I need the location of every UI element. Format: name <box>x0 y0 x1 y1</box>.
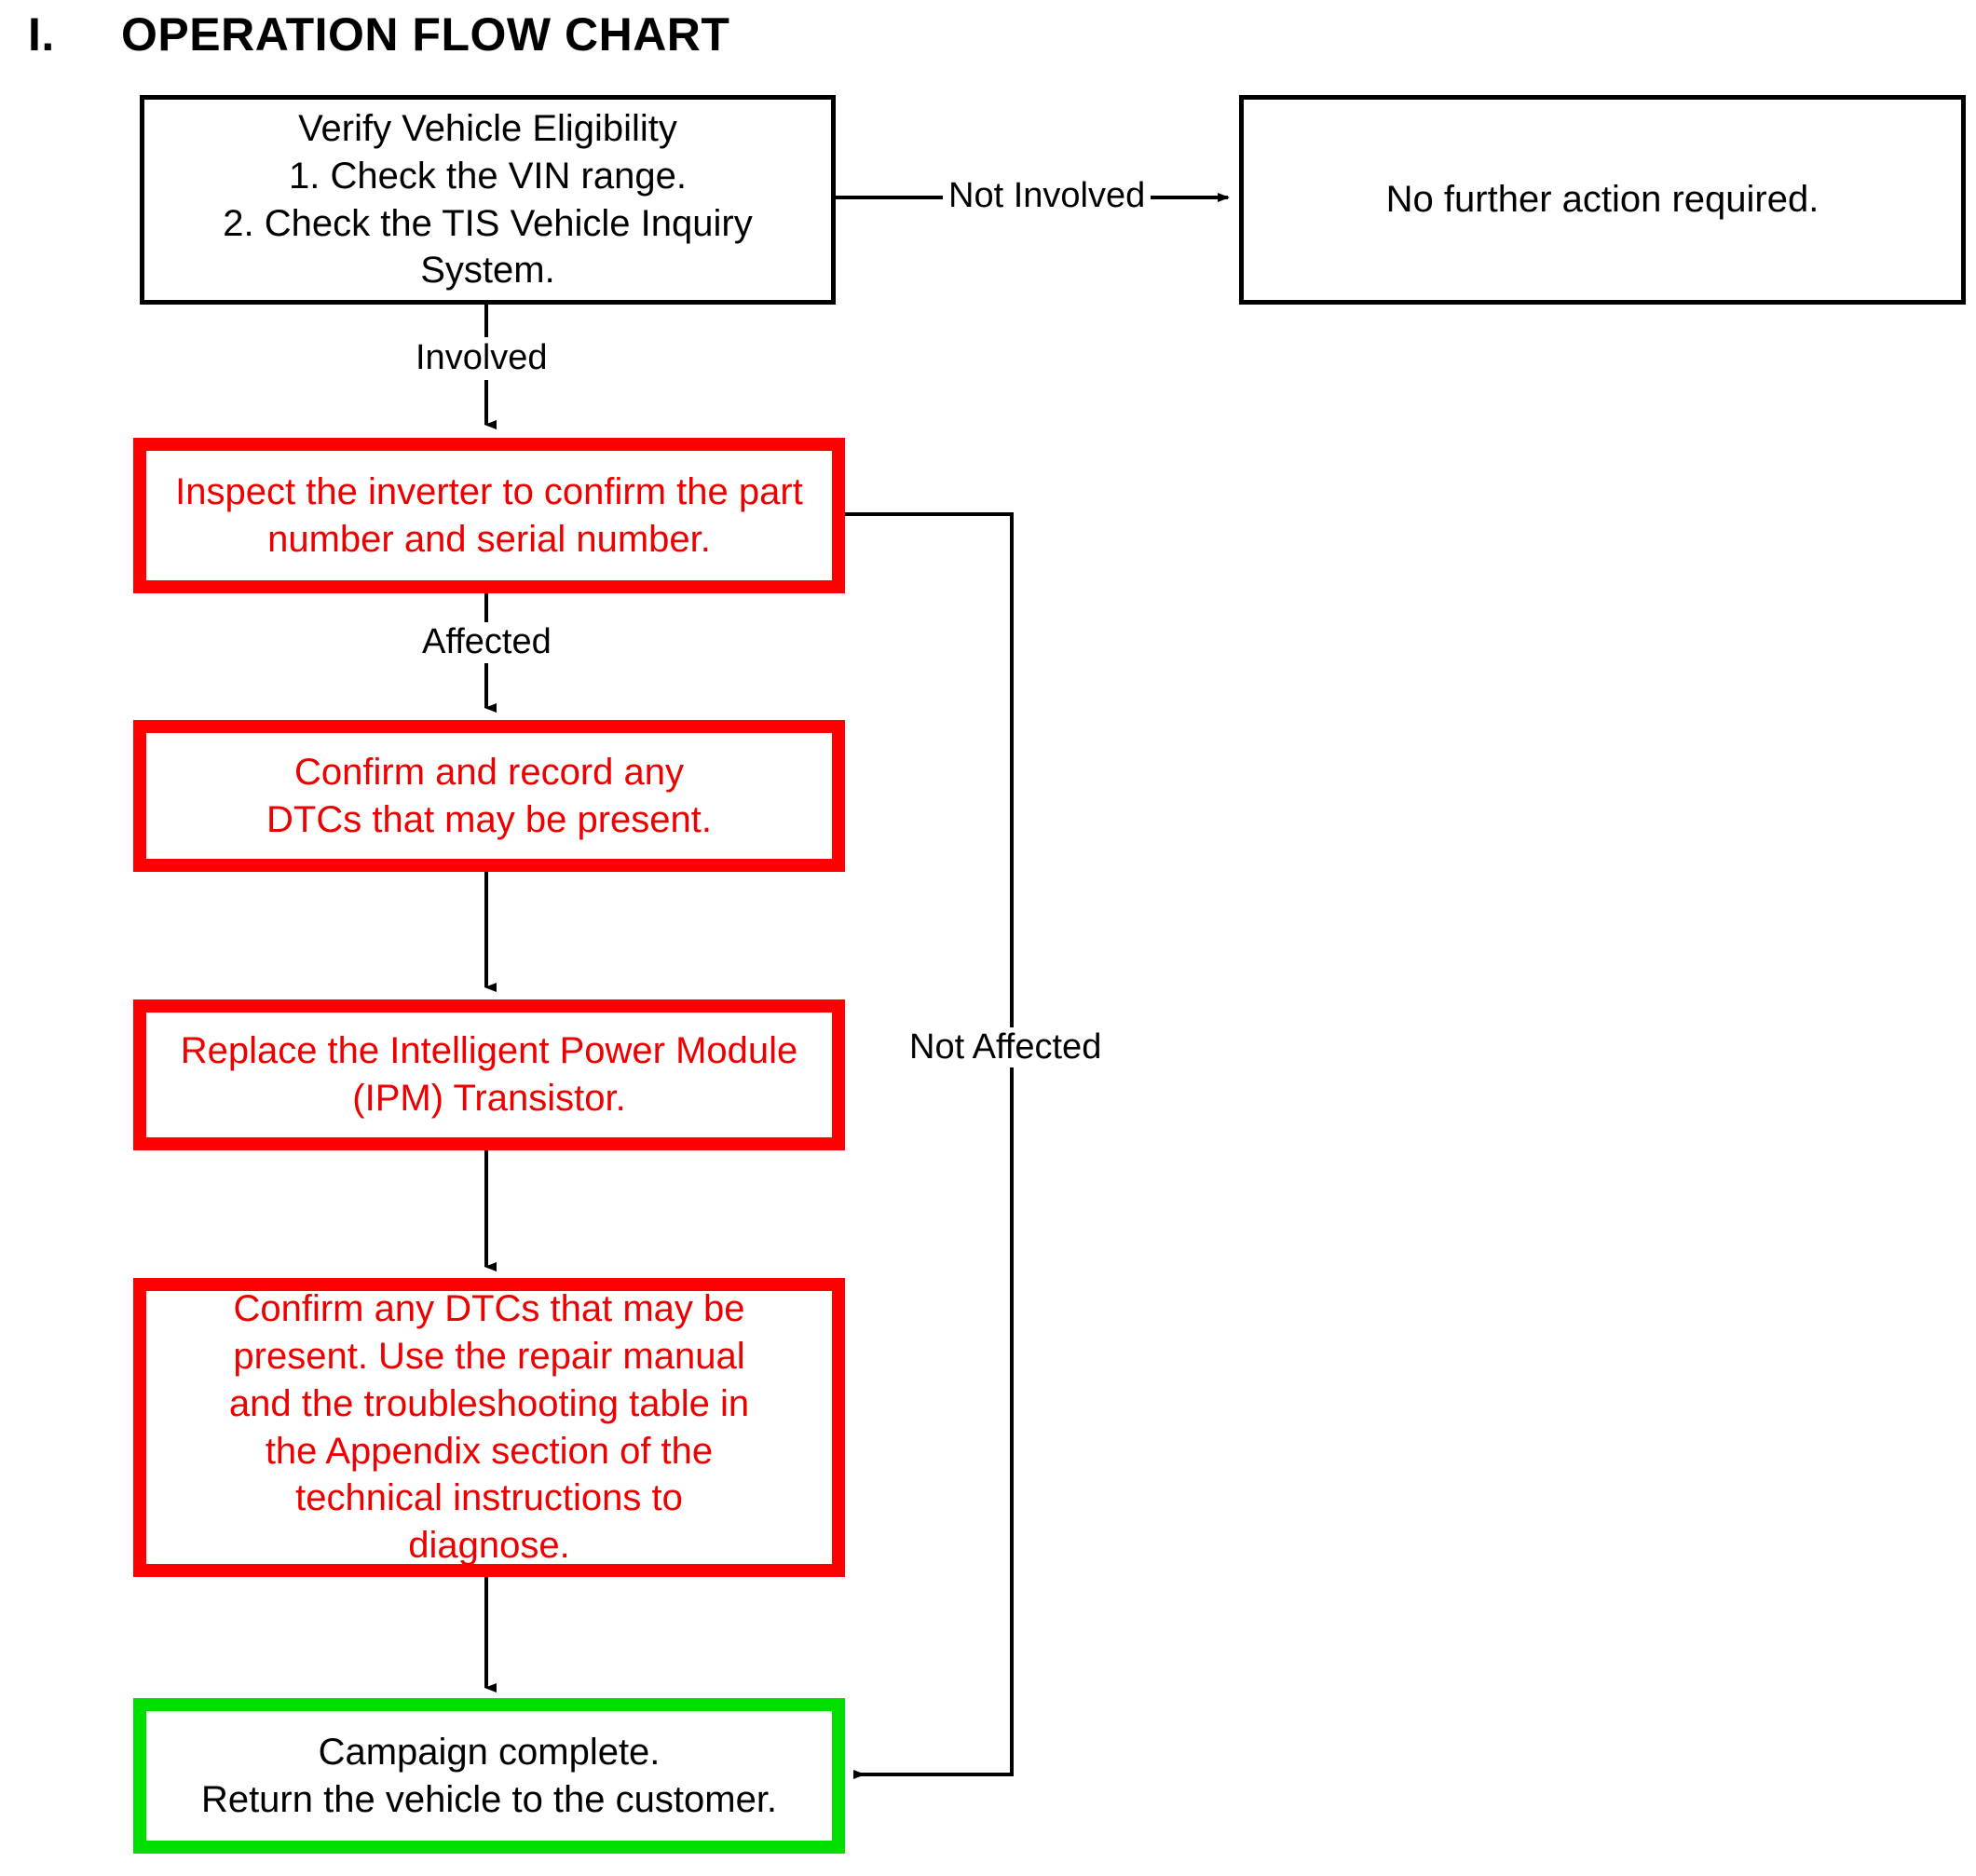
node-no-further-action-label: No further action required. <box>1385 179 1819 221</box>
edge-label-not-involved: Not Involved <box>943 176 1152 216</box>
edge-label-involved: Involved <box>410 338 553 378</box>
node-confirm-dtcs-diagnose-label: Confirm any DTCs that may be present. Us… <box>228 1288 750 1567</box>
edge-label-affected: Affected <box>416 622 557 662</box>
node-inspect-inverter-label: Inspect the inverter to confirm the part… <box>175 470 803 560</box>
node-verify-vehicle-eligibility[interactable]: Verify Vehicle Eligibility 1. Check the … <box>140 95 836 305</box>
node-replace-ipm-transistor[interactable]: Replace the Intelligent Power Module (IP… <box>133 999 845 1150</box>
node-confirm-dtcs-diagnose[interactable]: Confirm any DTCs that may be present. Us… <box>133 1278 845 1577</box>
edge-label-not-affected: Not Affected <box>904 1027 1108 1067</box>
edge-not-affected <box>845 512 1014 1779</box>
node-confirm-record-dtcs[interactable]: Confirm and record any DTCs that may be … <box>133 720 845 872</box>
node-campaign-complete-label: Campaign complete. Return the vehicle to… <box>200 1731 778 1820</box>
page-title-text: OPERATION FLOW CHART <box>121 8 730 61</box>
node-campaign-complete[interactable]: Campaign complete. Return the vehicle to… <box>133 1698 845 1854</box>
node-replace-ipm-transistor-label: Replace the Intelligent Power Module (IP… <box>180 1030 798 1119</box>
node-verify-vehicle-eligibility-label: Verify Vehicle Eligibility 1. Check the … <box>223 107 753 292</box>
page-title: I. OPERATION FLOW CHART <box>28 7 729 61</box>
node-no-further-action[interactable]: No further action required. <box>1239 95 1966 305</box>
page-title-numeral: I. <box>28 8 55 61</box>
node-confirm-record-dtcs-label: Confirm and record any DTCs that may be … <box>266 751 712 840</box>
node-inspect-inverter[interactable]: Inspect the inverter to confirm the part… <box>133 438 845 593</box>
